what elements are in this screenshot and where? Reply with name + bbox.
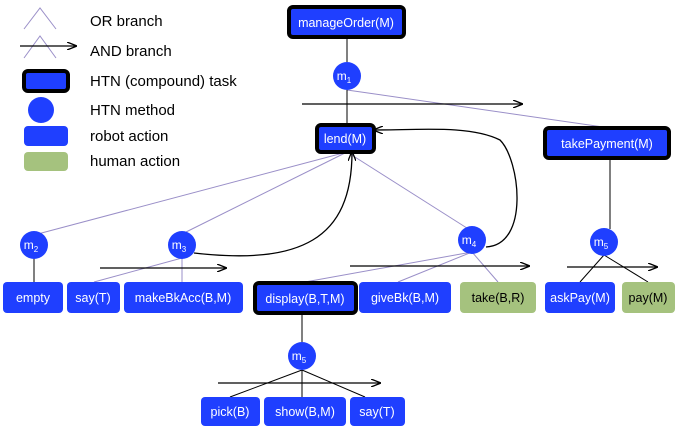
- human-action-swatch: [24, 152, 68, 171]
- robot-action-ask-pay[interactable]: askPay(M): [545, 282, 615, 313]
- robot-action-show-label: show(B,M): [275, 405, 335, 419]
- recursion-arrow-m4: [374, 129, 518, 248]
- method-m3-label: m3: [172, 238, 187, 254]
- method-m5-payment-label: m5: [594, 235, 609, 251]
- robot-action-pick-label: pick(B): [211, 405, 250, 419]
- legend-method: HTN method: [28, 97, 175, 123]
- robot-action-empty[interactable]: empty: [3, 282, 63, 313]
- legend-human-action-label: human action: [90, 153, 180, 170]
- method-m4[interactable]: m4: [458, 226, 486, 254]
- human-action-take-label: take(B,R): [472, 291, 525, 305]
- method-m3[interactable]: m3: [168, 231, 196, 259]
- recursion-arrow-m3: [193, 152, 352, 257]
- connector-edges: [33, 37, 649, 398]
- robot-action-give-bk[interactable]: giveBk(B,M): [359, 282, 451, 313]
- method-m2[interactable]: m2: [20, 231, 48, 259]
- or-branch-icon: [23, 7, 57, 30]
- compound-task-take-payment[interactable]: takePayment(M): [543, 126, 671, 160]
- robot-action-empty-label: empty: [16, 291, 51, 305]
- robot-action-swatch: [24, 126, 68, 146]
- human-action-pay[interactable]: pay(M): [622, 282, 675, 313]
- legend-or-branch-label: OR branch: [90, 13, 163, 30]
- legend-human-action: human action: [24, 152, 180, 171]
- robot-action-say-t-label: say(T): [75, 291, 110, 305]
- compound-task-take-payment-label: takePayment(M): [561, 137, 653, 151]
- legend-compound-task: HTN (compound) task: [22, 69, 237, 93]
- method-m1[interactable]: m1: [333, 62, 361, 90]
- legend: OR branch AND branch HTN (compound) task…: [20, 7, 237, 171]
- compound-task-manage-order-label: manageOrder(M): [298, 16, 394, 30]
- human-action-pay-label: pay(M): [629, 291, 668, 305]
- robot-action-make-bk-acc-label: makeBkAcc(B,M): [135, 291, 232, 305]
- method-m2-label: m2: [24, 238, 39, 254]
- compound-task-display-label: display(B,T,M): [265, 292, 344, 306]
- robot-action-say-t[interactable]: say(T): [67, 282, 120, 313]
- legend-robot-action: robot action: [24, 126, 168, 146]
- robot-action-say-t-2-label: say(T): [359, 405, 394, 419]
- robot-action-show[interactable]: show(B,M): [264, 397, 346, 426]
- compound-task-swatch: [22, 69, 70, 93]
- method-m5-payment[interactable]: m5: [590, 228, 618, 256]
- method-m4-label: m4: [462, 233, 477, 249]
- legend-or-branch: OR branch: [23, 7, 163, 30]
- or-branch-edges: [33, 89, 611, 283]
- human-action-take[interactable]: take(B,R): [460, 282, 536, 313]
- method-swatch: [28, 97, 54, 123]
- and-branch-arrows: [100, 104, 657, 383]
- robot-action-say-t-2[interactable]: say(T): [350, 397, 405, 426]
- compound-task-lend[interactable]: lend(M): [315, 123, 376, 154]
- legend-method-label: HTN method: [90, 102, 175, 119]
- compound-task-display[interactable]: display(B,T,M): [253, 281, 358, 315]
- robot-action-give-bk-label: giveBk(B,M): [371, 291, 439, 305]
- legend-and-branch-label: AND branch: [90, 43, 172, 60]
- and-branch-icon-fork: [23, 35, 57, 59]
- method-m1-label: m1: [337, 69, 352, 85]
- legend-and-branch: AND branch: [20, 35, 172, 60]
- compound-task-manage-order[interactable]: manageOrder(M): [287, 5, 406, 39]
- legend-robot-action-label: robot action: [90, 128, 168, 145]
- legend-compound-task-label: HTN (compound) task: [90, 73, 237, 90]
- method-m5-display[interactable]: m5: [288, 342, 316, 370]
- method-m5-display-label: m5: [292, 349, 307, 365]
- compound-task-lend-label: lend(M): [324, 132, 366, 146]
- robot-action-make-bk-acc[interactable]: makeBkAcc(B,M): [124, 282, 243, 313]
- robot-action-ask-pay-label: askPay(M): [550, 291, 610, 305]
- robot-action-pick[interactable]: pick(B): [201, 397, 260, 426]
